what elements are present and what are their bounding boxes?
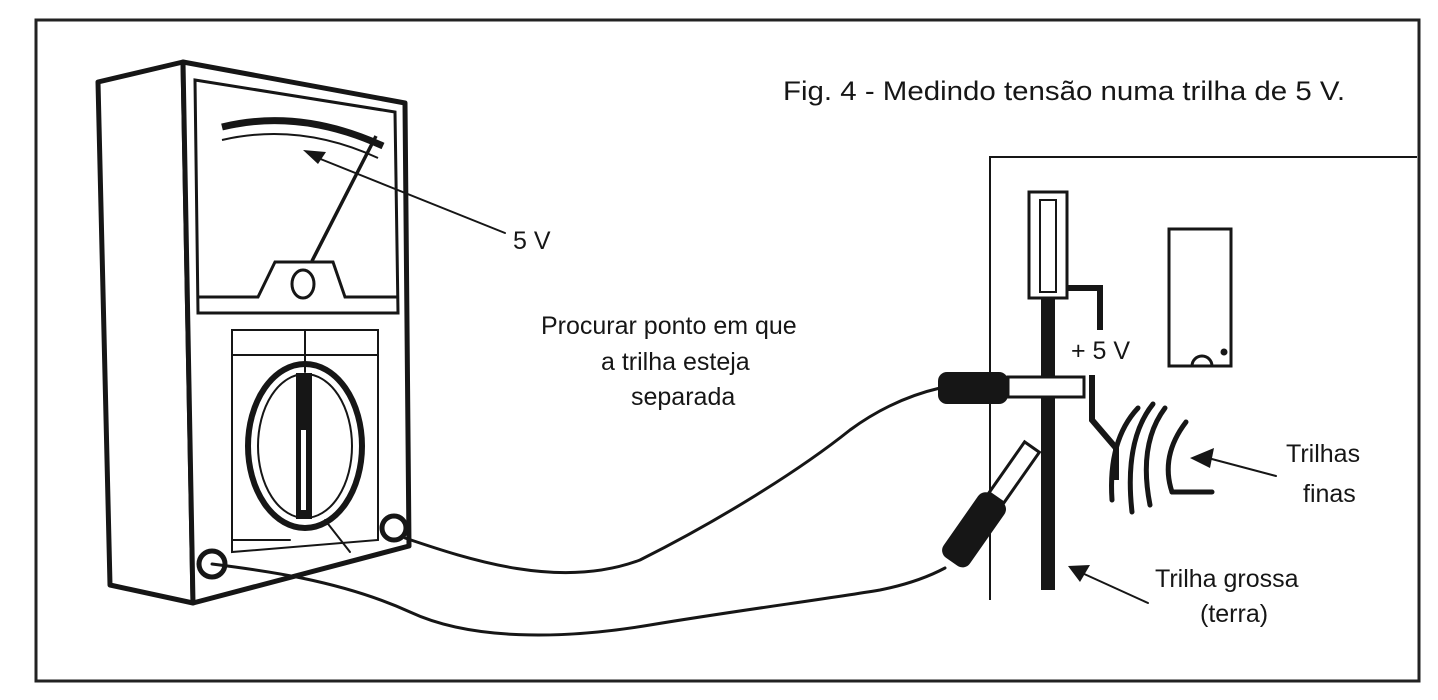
thin-trace: [1165, 419, 1189, 495]
thin-trace: [1109, 405, 1141, 503]
positive-probe-handle: [938, 372, 1008, 404]
thin-trace: [1143, 405, 1168, 508]
meter-lower-panel-outline: [231, 329, 379, 554]
meter-panel-divider: [324, 519, 351, 553]
arrow-head-icon: [1068, 565, 1090, 582]
ground-trace-annotation: Trilha grossa (terra): [1068, 565, 1299, 628]
ic-body: [1167, 227, 1233, 368]
meter-pivot-screw: [290, 268, 316, 300]
reading-label: 5 V: [513, 227, 551, 255]
ground-trace-label-2: (terra): [1200, 600, 1268, 628]
thin-traces-label-1: Trilhas: [1286, 440, 1360, 468]
meter-scale-arc: [221, 117, 385, 150]
probe-point-line-3: separada: [631, 383, 735, 411]
meter-needle: [310, 135, 378, 262]
board-edge: [989, 156, 1417, 600]
ground-probe-handle: [942, 492, 1006, 568]
thin-traces-annotation: Trilhas finas: [1190, 440, 1360, 508]
thin-traces: [1109, 401, 1215, 515]
ground-trace-leader: [1081, 572, 1149, 604]
arrow-head-icon: [1190, 448, 1214, 468]
meter-display-window: [193, 78, 400, 315]
ground-trace-label-1: Trilha grossa: [1155, 565, 1299, 593]
ground-probe-tip: [986, 439, 1042, 506]
reading-annotation: 5 V: [303, 150, 551, 255]
thin-traces-leader: [1207, 457, 1277, 477]
integrated-circuit: [1167, 227, 1233, 368]
multimeter-front-panel: [180, 59, 412, 606]
probe-jack-positive: [379, 513, 409, 543]
plus-5v-label: + 5 V: [1071, 337, 1130, 365]
meter-needle-pivot: [198, 260, 398, 299]
analog-multimeter: [95, 59, 412, 606]
probe-point-line-1: Procurar ponto em que: [541, 312, 797, 340]
reading-leader-line: [317, 157, 506, 234]
arrow-head-icon: [303, 150, 326, 164]
ground-trace: [1041, 298, 1055, 590]
ground-test-lead: [210, 562, 947, 637]
circuit-board: [989, 156, 1417, 600]
meter-scale-arc-inner: [221, 133, 379, 159]
range-selector-knob: [245, 361, 365, 531]
black-probe: [210, 439, 1042, 637]
thin-traces-label-2: finas: [1303, 480, 1356, 508]
range-selector-pointer-highlight: [301, 430, 306, 510]
positive-probe-tip: [1006, 375, 1086, 399]
component-trace: [1067, 285, 1103, 330]
red-probe: [403, 372, 1086, 575]
supply-trace: [1089, 375, 1119, 480]
probe-point-line-2: a trilha esteja: [601, 348, 750, 376]
ground-probe-body: [942, 439, 1042, 568]
probe-point-note: Procurar ponto em que a trilha esteja se…: [541, 312, 797, 411]
figure-caption: Fig. 4 - Medindo tensão numa trilha de 5…: [783, 76, 1345, 106]
multimeter-side-panel: [95, 59, 196, 606]
board-component-inner: [1039, 199, 1057, 293]
thin-trace: [1127, 401, 1156, 515]
positive-test-lead: [403, 386, 942, 575]
ic-pin1-dot: [1220, 348, 1228, 356]
ic-notch: [1190, 354, 1214, 367]
figure-border: [34, 18, 1421, 683]
board-component: [1027, 190, 1069, 300]
